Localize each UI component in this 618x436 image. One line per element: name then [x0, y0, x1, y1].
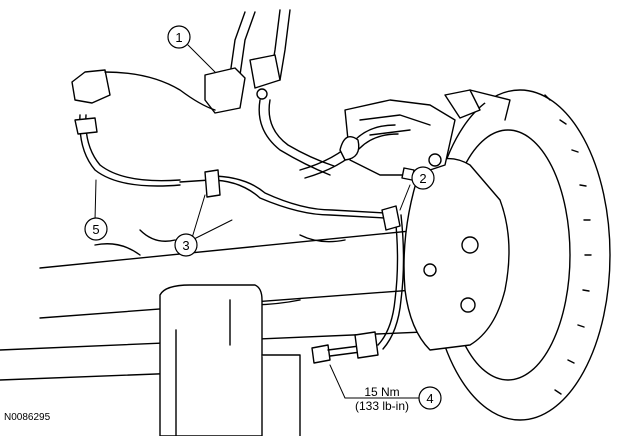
torque-spec: 15 Nm (133 lb-in): [345, 385, 419, 413]
svg-text:3: 3: [182, 238, 189, 253]
torque-metric: 15 Nm: [364, 385, 400, 399]
sensor-connector-bracket: [204, 54, 281, 114]
brake-line-detail: [94, 229, 346, 256]
leader-lines: [94, 44, 421, 399]
caliper-hose: [299, 124, 399, 179]
svg-text:4: 4: [426, 391, 433, 406]
svg-text:1: 1: [175, 30, 182, 45]
svg-text:5: 5: [92, 222, 99, 237]
brake-hose: [229, 9, 335, 176]
figure-id: N0086295: [4, 412, 51, 423]
wire-clip: [204, 167, 415, 231]
torque-imperial: (133 lb-in): [354, 399, 410, 413]
svg-text:2: 2: [419, 171, 426, 186]
suspension-bracket: [159, 284, 301, 436]
abs-harness: [71, 69, 405, 350]
callout-5: 5: [84, 217, 108, 241]
caliper: [344, 89, 511, 176]
callout-2: 2: [411, 166, 435, 190]
callout-4: 4: [418, 386, 442, 410]
callout-1: 1: [167, 25, 191, 49]
callout-3: 3: [174, 233, 198, 257]
mounting-bolt: [311, 331, 379, 364]
